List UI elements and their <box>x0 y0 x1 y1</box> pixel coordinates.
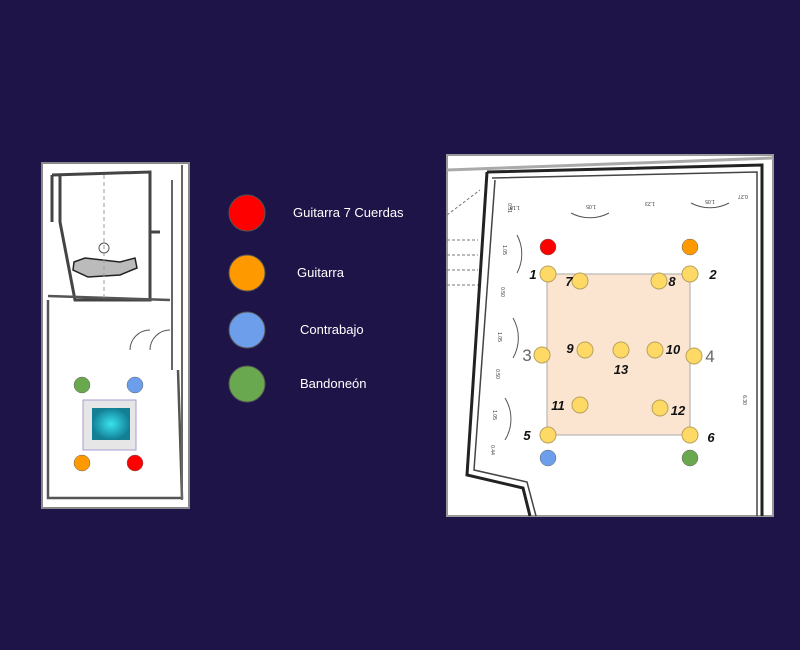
microphone-label: 13 <box>614 362 629 377</box>
dimension-label: 6.30 <box>741 395 747 405</box>
microphone-label: 7 <box>565 274 573 289</box>
microphone-12 <box>651 399 669 417</box>
dimension-label: 1.05 <box>586 203 596 209</box>
microphone-2 <box>681 265 699 283</box>
dimension-label: 0.50 <box>499 287 505 297</box>
legend-label: Bandoneón <box>300 376 367 391</box>
legend-swatch <box>228 365 266 403</box>
microphone-label: 4 <box>705 347 714 366</box>
legend-label: Guitarra <box>297 265 345 280</box>
microphone-6 <box>681 426 699 444</box>
microphone-3 <box>533 346 551 364</box>
dimension-label: 0.27 <box>738 193 748 199</box>
instrument-contrabajo <box>126 376 144 394</box>
legend-label: Contrabajo <box>300 322 364 337</box>
microphone-8 <box>650 272 668 290</box>
microphone-10 <box>646 341 664 359</box>
instrument-guitarra7 <box>126 454 144 472</box>
legend: Guitarra 7 CuerdasGuitarraContrabajoBand… <box>228 194 404 403</box>
right-floor-plan: 1.180.51 1.05 1.23 1.05 0.27 1.05 0.50 1.05 0.50… <box>446 154 774 517</box>
dimension-label: 1.18 <box>510 204 520 210</box>
microphone-label: 2 <box>708 267 717 282</box>
microphone-label: 1 <box>529 267 536 282</box>
dimension-label: 0.51 <box>506 203 512 213</box>
instrument-bandoneon <box>681 449 699 467</box>
legend-swatch <box>228 194 266 232</box>
legend-swatch <box>228 311 266 349</box>
instrument-bandoneon <box>73 376 91 394</box>
instrument-contrabajo <box>539 449 557 467</box>
microphone-label: 5 <box>523 428 531 443</box>
instrument-guitarra <box>73 454 91 472</box>
microphone-13 <box>612 341 630 359</box>
dimension-label: 1.05 <box>491 410 497 420</box>
microphone-4 <box>685 347 703 365</box>
microphone-label: 11 <box>551 398 565 413</box>
dimension-label: 1.05 <box>496 332 502 342</box>
left-floor-plan <box>41 162 190 509</box>
instrument-guitarra <box>681 238 699 256</box>
microphone-11 <box>571 396 589 414</box>
dimension-label: 0.44 <box>489 445 495 455</box>
microphone-label: 9 <box>566 341 574 356</box>
legend-label: Guitarra 7 Cuerdas <box>293 205 404 220</box>
microphone-label: 8 <box>668 274 676 289</box>
teal-platform <box>92 408 130 440</box>
dimension-label: 1.05 <box>501 245 507 255</box>
dimension-label: 1.05 <box>705 198 715 204</box>
microphone-7 <box>571 272 589 290</box>
microphone-1 <box>539 265 557 283</box>
microphone-label: 3 <box>522 346 531 365</box>
microphone-5 <box>539 426 557 444</box>
microphone-label: 10 <box>666 342 681 357</box>
microphone-label: 6 <box>707 430 715 445</box>
microphone-9 <box>576 341 594 359</box>
legend-swatch <box>228 254 266 292</box>
console-desk <box>72 257 138 278</box>
instrument-guitarra7 <box>539 238 557 256</box>
dimension-label: 0.50 <box>494 369 500 379</box>
microphone-label: 12 <box>671 403 686 418</box>
dimension-label: 1.23 <box>645 200 655 206</box>
